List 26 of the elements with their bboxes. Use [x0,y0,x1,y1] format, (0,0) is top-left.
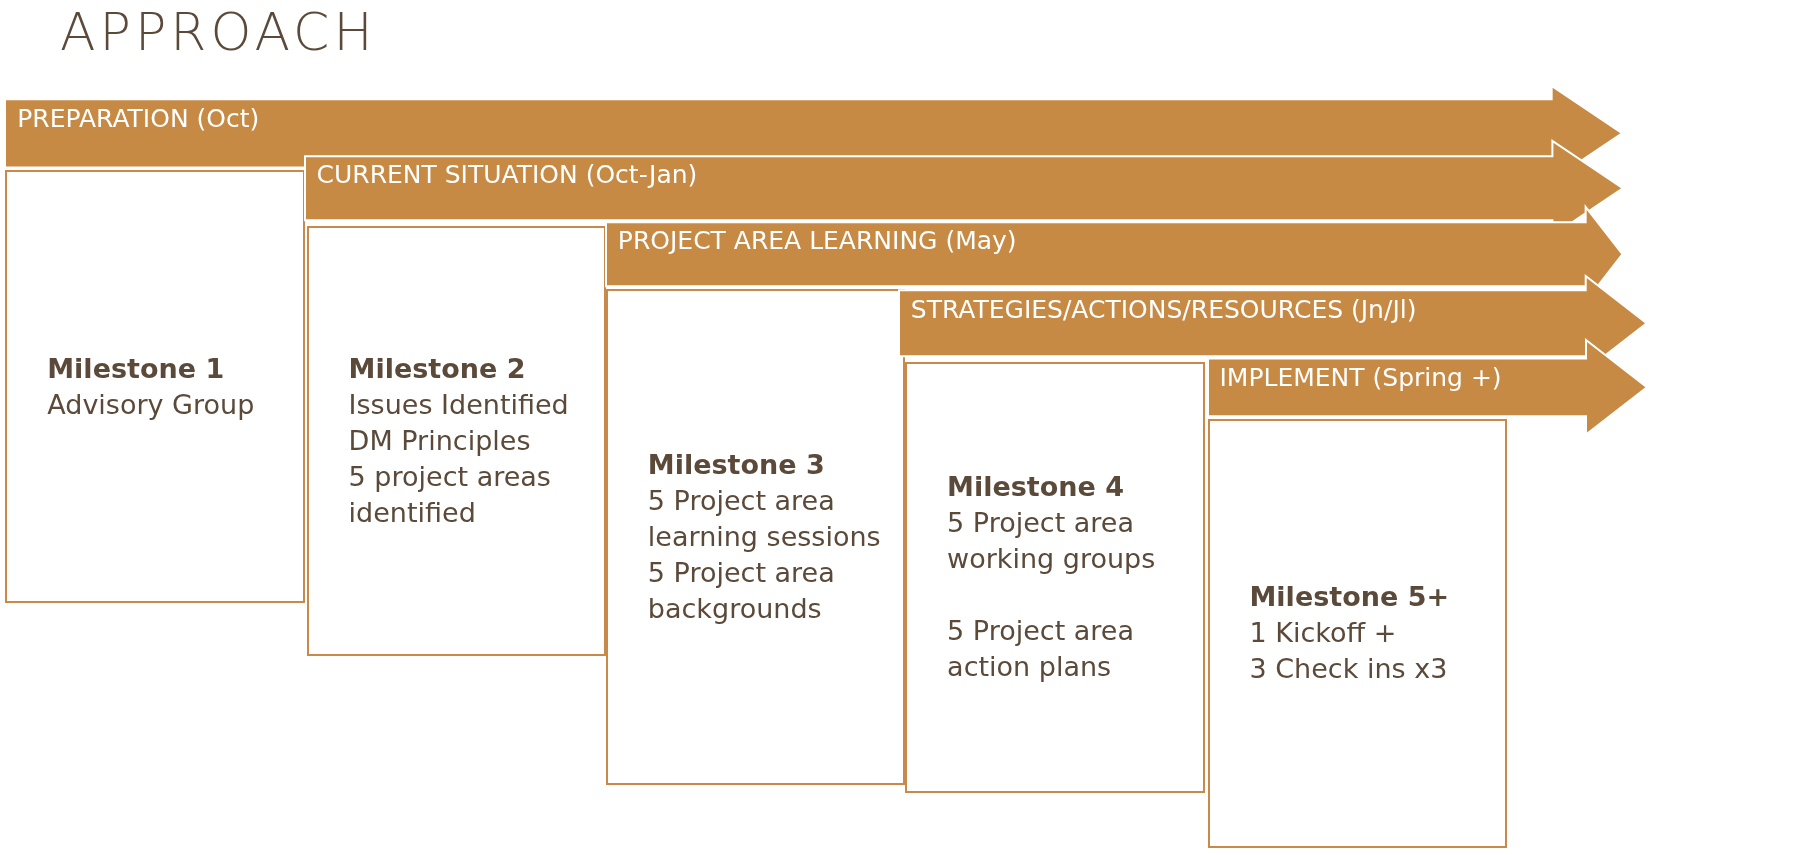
milestone-item: 5 Project area backgrounds [647,555,836,626]
phase-label: CURRENT SITUATION (Oct-Jan) [316,160,698,190]
milestone-card [1207,418,1507,849]
milestone-item: 5 Project area action plans [947,614,1136,685]
milestone-item: 1 Kickoff + [1249,616,1398,651]
milestone-heading: Milestone 3 [647,447,826,482]
milestone-item: 5 Project area learning sessions [647,483,882,554]
milestone-card [306,225,606,656]
title-text: APPROACH [60,2,377,62]
milestone-heading: Milestone 1 [47,351,226,386]
phase-label: PREPARATION (Oct) [17,103,260,133]
milestone-item: 3 Check ins x3 [1249,652,1449,687]
phase-label: IMPLEMENT (Spring +) [1219,362,1502,392]
milestone-item: 5 project areas identified [348,459,552,530]
milestone-item: Issues Identified [348,387,570,422]
phase-label: STRATEGIES/ACTIONS/RESOURCES (Jn/Jl) [910,294,1417,324]
milestone-item: 5 Project area working groups [947,506,1157,577]
milestone-heading: Milestone 5+ [1249,580,1451,615]
milestone-card [605,288,906,786]
milestone-heading: Milestone 2 [348,351,527,386]
phase-label: PROJECT AREA LEARNING (May) [617,226,1017,256]
milestone-card [5,169,305,604]
milestone-item: DM Principles [348,423,532,458]
milestone-heading: Milestone 4 [947,470,1126,505]
milestone-card [905,362,1206,793]
milestone-item: Advisory Group [47,387,256,422]
